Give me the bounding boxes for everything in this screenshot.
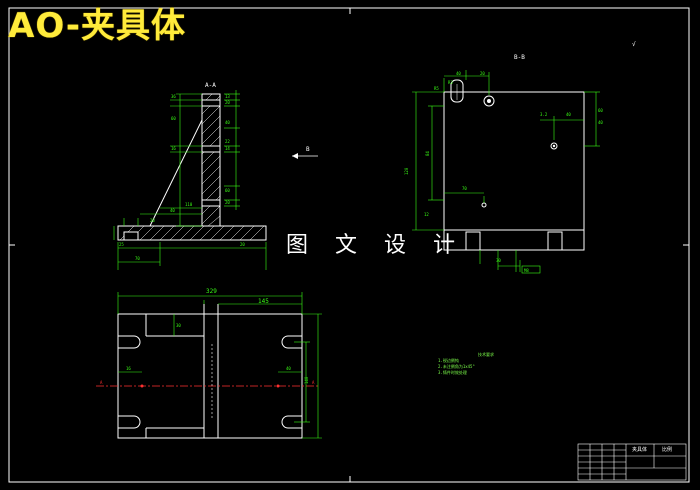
svg-text:20: 20 (225, 200, 230, 205)
svg-text:14: 14 (225, 146, 230, 151)
note-line: 3.铸件时效处理 (438, 370, 467, 375)
svg-text:70: 70 (135, 256, 140, 261)
svg-text:60: 60 (171, 116, 176, 121)
technical-notes: 技术要求 1.锐边倒钝 2.未注倒角为1x45° 3.铸件时效处理 (438, 352, 494, 376)
section-b-label: B-B (514, 54, 525, 61)
title-block-part-name: 夹具体 (632, 447, 648, 453)
svg-text:40: 40 (286, 366, 291, 371)
svg-text:40: 40 (598, 120, 603, 125)
svg-text:3.2: 3.2 (540, 112, 548, 117)
right-width-dim: 145 (258, 298, 269, 305)
view-arrow-b (292, 153, 318, 159)
svg-text:30: 30 (176, 323, 181, 328)
svg-text:70: 70 (462, 186, 467, 191)
svg-text:30: 30 (496, 258, 501, 263)
section-view-a: 36 60 16 13 20 40 22 14 60 20 40 110 70 20 25 20 (113, 90, 267, 270)
watermark-text: 图 文 设 计 (286, 233, 465, 258)
svg-text:120: 120 (404, 167, 409, 175)
svg-text:R5: R5 (434, 86, 439, 91)
section-a-label: A-A (205, 82, 216, 89)
title-block (577, 443, 687, 481)
svg-text:A: A (100, 380, 103, 385)
svg-text:40: 40 (225, 120, 230, 125)
overall-width-dim: 329 (206, 288, 217, 295)
svg-text:84: 84 (425, 151, 430, 156)
svg-text:60: 60 (225, 188, 230, 193)
title-block-scale: 比例 (662, 447, 673, 453)
svg-text:16: 16 (171, 146, 176, 151)
svg-text:A: A (312, 380, 315, 385)
arrow-b-label: B (306, 146, 310, 153)
svg-text:13: 13 (225, 94, 230, 99)
svg-text:16: 16 (126, 366, 131, 371)
svg-text:22: 22 (225, 139, 230, 144)
svg-text:40: 40 (456, 71, 461, 76)
svg-text:60: 60 (598, 108, 603, 113)
svg-text:R3: R3 (448, 80, 453, 85)
svg-text:40: 40 (170, 208, 175, 213)
plan-view: 16 40 30 140 A A (96, 292, 322, 439)
svg-text:36: 36 (171, 94, 176, 99)
svg-text:140: 140 (304, 376, 309, 384)
note-line: 1.锐边倒钝 (438, 358, 459, 363)
svg-text:20: 20 (150, 218, 155, 223)
svg-text:12: 12 (424, 212, 429, 217)
svg-text:20: 20 (225, 100, 230, 105)
note-line: 2.未注倒角为1x45° (438, 364, 475, 369)
svg-text:20: 20 (480, 71, 485, 76)
notes-heading: 技术要求 (478, 352, 494, 357)
svg-text:110: 110 (185, 202, 193, 207)
svg-text:40: 40 (566, 112, 571, 117)
svg-text:25: 25 (119, 242, 124, 247)
drawing-title: AO-夹具体 (8, 6, 186, 46)
surface-finish-mark: √ (632, 41, 636, 48)
svg-text:20: 20 (240, 242, 245, 247)
svg-text:M8: M8 (524, 268, 529, 273)
